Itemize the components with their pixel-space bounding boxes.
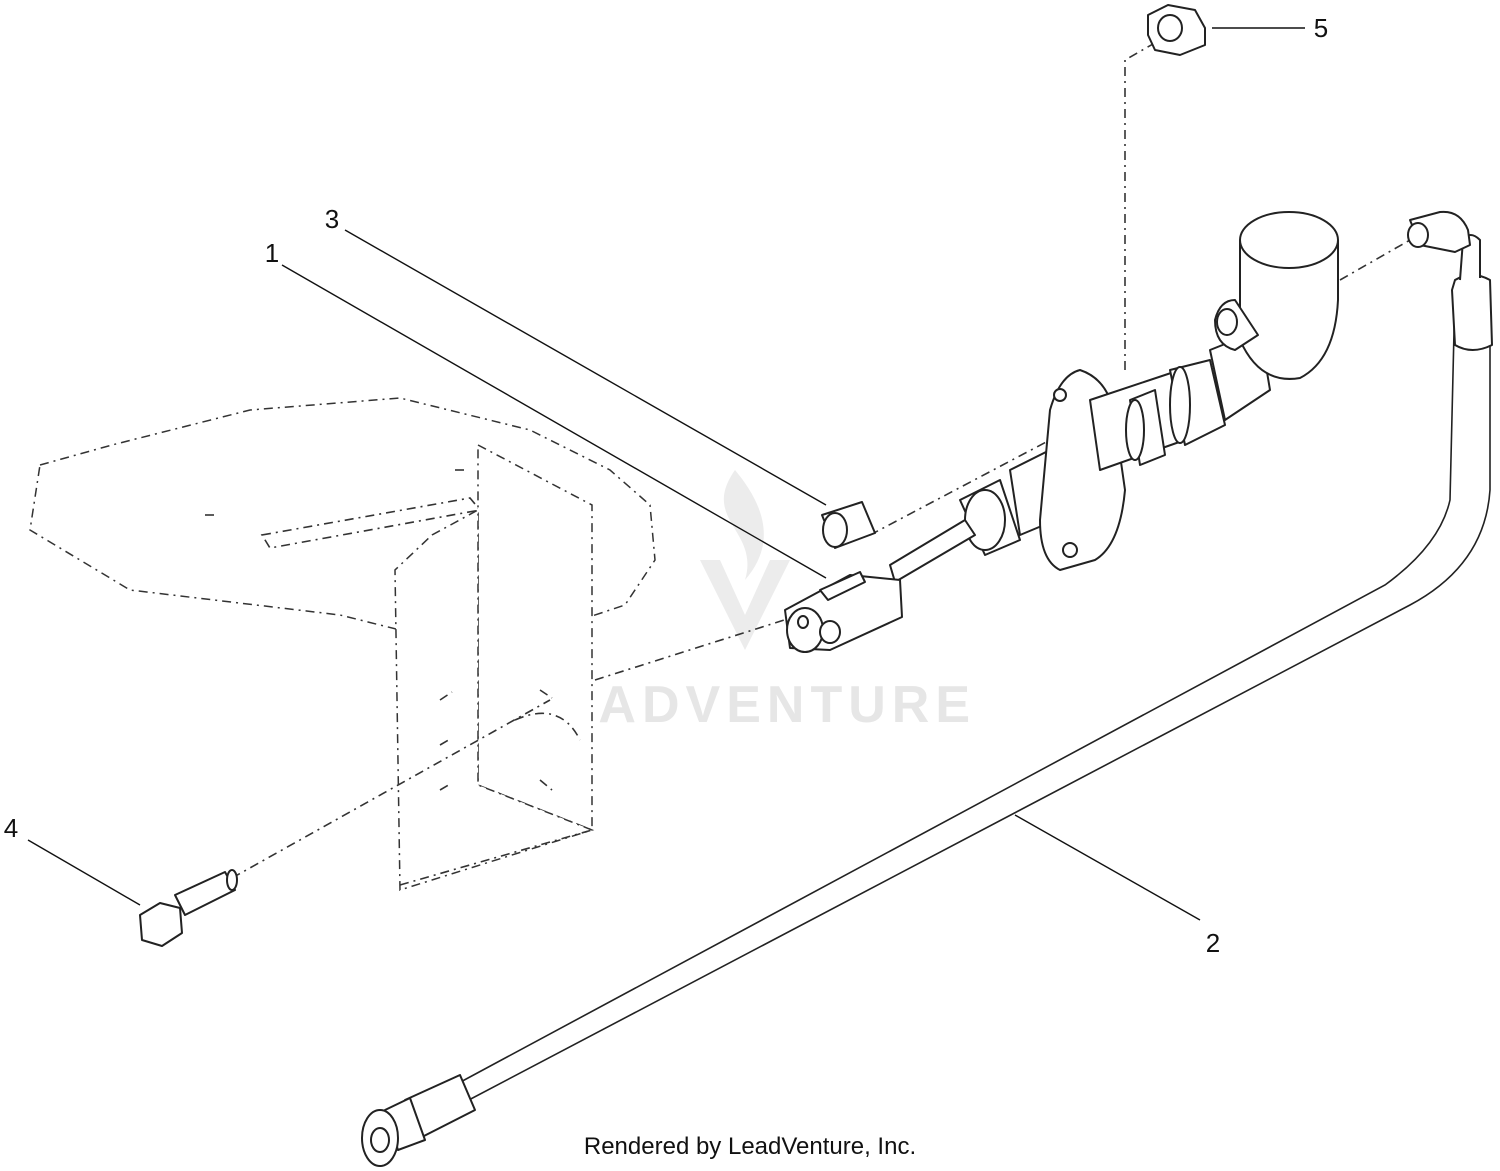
- bolt: [139, 869, 238, 947]
- watermark: LEADVENTURE: [520, 470, 976, 734]
- nut: [1147, 4, 1206, 56]
- footer-credit: Rendered by LeadVenture, Inc.: [583, 1133, 917, 1160]
- callout-2[interactable]: 2: [1206, 928, 1220, 958]
- bracket-ghost: [394, 443, 595, 892]
- watermark-text: LEADVENTURE: [520, 676, 976, 734]
- callout-3[interactable]: 3: [325, 204, 339, 234]
- callout-1[interactable]: 1: [265, 238, 279, 268]
- hydraulic-hose: [361, 210, 1493, 1167]
- callout-labels: 1 2 3 4 5: [4, 13, 1328, 958]
- leader-2: [1014, 814, 1201, 921]
- spacer: [821, 501, 876, 549]
- leader-lines: [27, 27, 1305, 921]
- callout-5[interactable]: 5: [1314, 13, 1328, 43]
- master-cylinder: [889, 211, 1339, 583]
- clevis: [784, 571, 903, 653]
- leader-1: [281, 264, 827, 579]
- leader-3: [344, 229, 827, 506]
- leader-4: [27, 839, 141, 906]
- callout-4[interactable]: 4: [4, 813, 18, 843]
- center-lines: [231, 39, 1411, 879]
